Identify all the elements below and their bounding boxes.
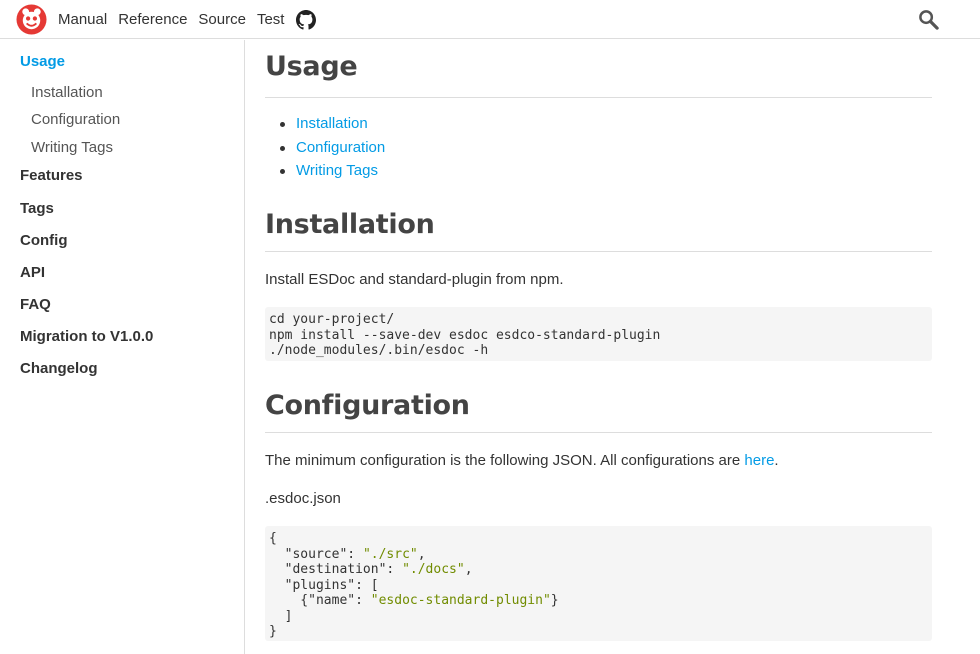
sidebar-item-features[interactable]: Features — [20, 167, 83, 184]
divider — [265, 97, 932, 98]
install-code-block: cd your-project/ npm install --save-dev … — [265, 307, 932, 361]
sidebar-item-usage[interactable]: Usage — [20, 53, 66, 70]
code-line: npm install --save-dev esdoc esdco-stand… — [269, 327, 661, 343]
configuration-heading: Configuration — [265, 390, 470, 421]
toc-link-installation[interactable]: Installation — [296, 115, 368, 132]
toc-link-configuration[interactable]: Configuration — [296, 138, 386, 156]
main-nav: Manual Reference Source Test — [58, 0, 317, 39]
sidebar-item-installation[interactable]: Installation — [31, 84, 103, 101]
page-title: Usage — [265, 51, 358, 82]
nav-source[interactable]: Source — [198, 11, 246, 28]
table-of-contents: Installation Configuration Writing Tags — [279, 112, 385, 183]
installation-text: Install ESDoc and standard-plugin from n… — [265, 271, 564, 288]
divider — [265, 251, 932, 252]
installation-heading: Installation — [265, 209, 435, 240]
top-nav-bar: Manual Reference Source Test — [0, 0, 980, 39]
sidebar-item-migration[interactable]: Migration to V1.0.0 — [20, 328, 154, 345]
sidebar-item-faq[interactable]: FAQ — [20, 296, 51, 313]
divider — [265, 432, 932, 433]
sidebar-item-configuration[interactable]: Configuration — [31, 111, 121, 128]
search-icon[interactable] — [918, 9, 939, 30]
config-json-code-block: { "source": "./src", "destination": "./d… — [265, 526, 932, 641]
code-line: ./node_modules/.bin/esdoc -h — [269, 343, 489, 358]
sidebar-item-changelog[interactable]: Changelog — [20, 360, 98, 377]
code-line: cd your-project/ — [269, 312, 395, 327]
sidebar-item-tags[interactable]: Tags — [20, 200, 54, 217]
esdoc-logo-icon[interactable] — [16, 4, 47, 35]
toc-item: Configuration — [279, 136, 385, 160]
config-filename: .esdoc.json — [265, 490, 341, 507]
sidebar-item-writing-tags[interactable]: Writing Tags — [31, 139, 113, 156]
toc-item: Installation — [279, 112, 385, 136]
nav-manual[interactable]: Manual — [58, 11, 108, 28]
toc-item: Writing Tags — [279, 159, 385, 183]
sidebar-item-config[interactable]: Config — [20, 232, 68, 249]
nav-reference[interactable]: Reference — [118, 11, 188, 28]
nav-test[interactable]: Test — [256, 11, 285, 28]
here-link[interactable]: here — [744, 452, 775, 469]
toc-link-writing-tags[interactable]: Writing Tags — [296, 162, 378, 179]
configuration-text: The minimum configuration is the followi… — [265, 452, 779, 469]
sidebar: Usage Installation Configuration Writing… — [0, 40, 245, 654]
github-icon[interactable] — [296, 9, 317, 30]
sidebar-item-api[interactable]: API — [20, 264, 46, 281]
